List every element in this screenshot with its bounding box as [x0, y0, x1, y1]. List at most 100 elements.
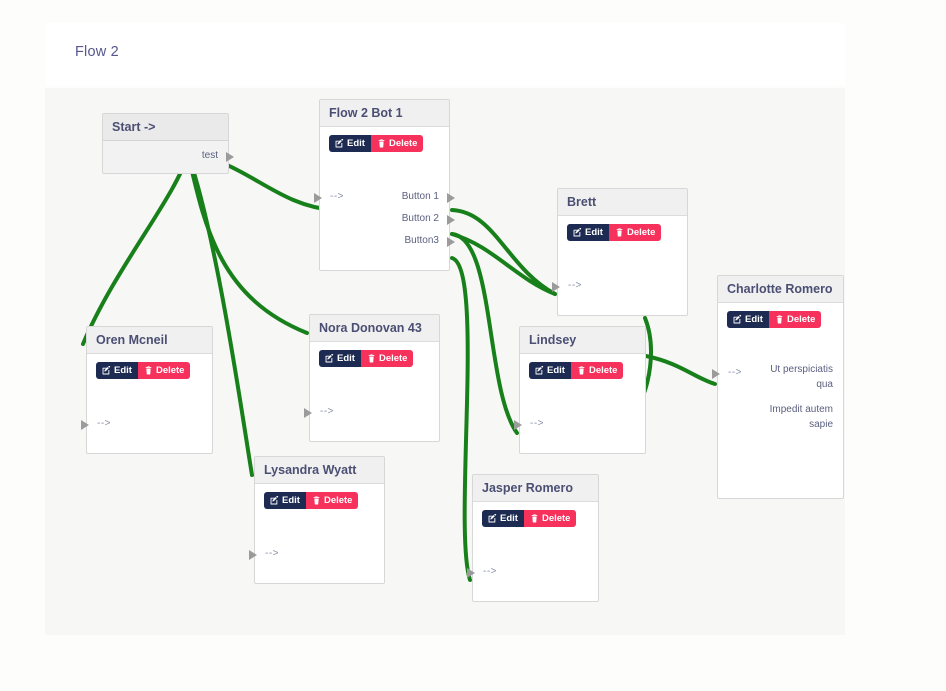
node-ports-lysandra: --> [249, 543, 384, 565]
delete-button-lysandra[interactable]: Delete [305, 492, 359, 509]
node-actions-jasper: Edit Delete [473, 502, 598, 527]
trash-icon [313, 496, 320, 505]
pencil-square-icon [488, 514, 497, 523]
input-port-nora[interactable]: --> [320, 406, 334, 417]
edit-button-oren[interactable]: Edit [96, 362, 138, 379]
pencil-square-icon [535, 366, 544, 375]
node-ports-start: test [103, 145, 234, 167]
node-footer-pad [255, 565, 384, 583]
input-port-marker-icon [304, 408, 312, 418]
input-port-brett[interactable]: --> [568, 280, 582, 291]
node-spacer [87, 379, 212, 413]
delete-button-label: Delete [155, 364, 185, 376]
flow-node-nora[interactable]: Nora Donovan 43 Edit Delete --> [304, 314, 440, 442]
node-title-lysandra: Lysandra Wyatt [255, 457, 384, 484]
port-row: test [103, 145, 234, 167]
node-title-nora: Nora Donovan 43 [310, 315, 439, 342]
node-ports-nora: --> [304, 401, 439, 423]
port-row: Button3 [320, 230, 455, 252]
node-body-lysandra: Edit Delete --> [249, 484, 384, 583]
delete-button-oren[interactable]: Delete [137, 362, 191, 379]
delete-button-label: Delete [388, 137, 418, 149]
output-port-flow2bot1-0[interactable]: Button 1 [401, 191, 439, 202]
port-row: Button 2 [320, 208, 455, 230]
input-port-flow2bot1[interactable]: --> [330, 191, 344, 202]
input-port-lindsey[interactable]: --> [530, 418, 544, 429]
input-port-charlotte[interactable]: --> [728, 367, 742, 378]
flow-edge [450, 232, 519, 435]
node-actions-lysandra: Edit Delete [255, 484, 384, 509]
port-row: --> [514, 413, 645, 435]
trash-icon [368, 354, 375, 363]
edit-button-nora[interactable]: Edit [319, 350, 361, 367]
node-title-brett: Brett [558, 189, 687, 216]
node-spacer [718, 328, 843, 362]
delete-button-label: Delete [588, 364, 618, 376]
edit-button-brett[interactable]: Edit [567, 224, 609, 241]
edit-button-flow2bot1[interactable]: Edit [329, 135, 371, 152]
node-spacer [310, 367, 439, 401]
delete-button-label: Delete [541, 512, 571, 524]
delete-button-brett[interactable]: Delete [608, 224, 662, 241]
flow-node-start[interactable]: Start ->test [102, 113, 234, 174]
delete-button-charlotte[interactable]: Delete [768, 311, 822, 328]
delete-button-flow2bot1[interactable]: Delete [370, 135, 424, 152]
port-row: --> [249, 543, 384, 565]
edit-button-charlotte[interactable]: Edit [727, 311, 769, 328]
edit-button-label: Edit [114, 364, 132, 376]
output-port-flow2bot1-2[interactable]: Button3 [404, 235, 439, 246]
edit-button-lysandra[interactable]: Edit [264, 492, 306, 509]
input-port-marker-icon [712, 369, 720, 379]
flow-edge [186, 152, 309, 335]
node-actions-flow2bot1: Edit Delete [320, 127, 449, 152]
node-footer-pad [718, 480, 843, 498]
output-port-marker-icon [447, 215, 455, 225]
pencil-square-icon [325, 354, 334, 363]
delete-button-lindsey[interactable]: Delete [570, 362, 624, 379]
input-port-lysandra[interactable]: --> [265, 548, 279, 559]
output-port-marker-icon [226, 152, 234, 162]
node-ports-lindsey: --> [514, 413, 645, 435]
node-body-jasper: Edit Delete --> [467, 502, 598, 601]
input-port-oren[interactable]: --> [97, 418, 111, 429]
trash-icon [776, 315, 783, 324]
input-port-marker-icon [81, 420, 89, 430]
edit-button-label: Edit [337, 352, 355, 364]
input-port-marker-icon [314, 193, 322, 203]
node-body-nora: Edit Delete --> [304, 342, 439, 441]
node-footer-pad [558, 297, 687, 315]
edit-button-lindsey[interactable]: Edit [529, 362, 571, 379]
node-body-flow2bot1: Edit Delete --> Button 1 Button 2 Button3 [314, 127, 455, 270]
edit-button-jasper[interactable]: Edit [482, 510, 524, 527]
output-port-start-0[interactable]: test [201, 150, 218, 161]
delete-button-label: Delete [378, 352, 408, 364]
output-port-label: Impedit autem sapie [769, 404, 833, 430]
delete-button-nora[interactable]: Delete [360, 350, 414, 367]
edit-button-label: Edit [585, 226, 603, 238]
input-port-jasper[interactable]: --> [483, 566, 497, 577]
edit-button-label: Edit [547, 364, 565, 376]
node-spacer [473, 527, 598, 561]
output-port-charlotte-1[interactable]: Impedit autem sapie [751, 402, 843, 432]
node-spacer [320, 152, 449, 186]
output-port-flow2bot1-1[interactable]: Button 2 [401, 213, 439, 224]
output-port-charlotte-0[interactable]: Ut perspiciatis qua [751, 362, 843, 392]
delete-button-label: Delete [323, 494, 353, 506]
flow-header-bar: Flow 2 [45, 23, 845, 86]
edit-button-label: Edit [282, 494, 300, 506]
delete-button-jasper[interactable]: Delete [523, 510, 577, 527]
trash-icon [578, 366, 585, 375]
node-actions-nora: Edit Delete [310, 342, 439, 367]
node-ports-flow2bot1: --> Button 1 Button 2 Button3 [314, 186, 455, 252]
pencil-square-icon [335, 139, 344, 148]
